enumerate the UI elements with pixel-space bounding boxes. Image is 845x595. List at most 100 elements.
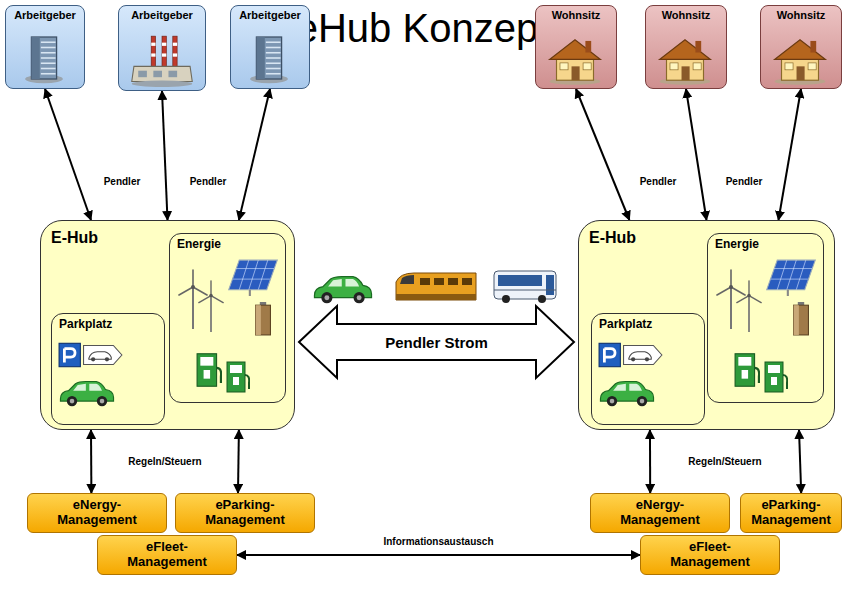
icon — [196, 352, 222, 388]
icon-graphic — [256, 302, 271, 335]
icon — [226, 258, 280, 296]
node-label: Parkplatz — [59, 318, 157, 332]
icon — [764, 360, 788, 394]
icon — [764, 258, 818, 296]
icon-graphic — [250, 37, 288, 83]
icon — [198, 280, 224, 332]
ehub-box: E-HubEnergieParkplatz — [578, 220, 835, 430]
employer-box: Arbeitgeber — [118, 5, 206, 91]
annotation-label: Pendler — [640, 176, 677, 187]
node-label: Arbeitgeber — [123, 9, 201, 22]
annotation-label: Pendler — [190, 176, 227, 187]
icon-graphic — [599, 343, 662, 366]
node-label: Energie — [715, 238, 816, 252]
edge-label: Pendler Strom — [385, 334, 488, 351]
icon-graphic — [197, 354, 221, 387]
node-label: Wohnsitz — [650, 9, 722, 22]
node-label: eNergy-Management — [605, 498, 715, 528]
sub-box: Parkplatz — [591, 313, 705, 425]
annotation-label: Regeln/Steuern — [128, 456, 201, 467]
node-label: eFleet-Management — [112, 540, 222, 570]
node-label: eParking-Management — [190, 498, 300, 528]
employer-box: Arbeitgeber — [5, 5, 85, 89]
icon — [58, 378, 116, 408]
annotation-label: Pendler — [104, 176, 141, 187]
residence-box: Wohnsitz — [535, 5, 617, 89]
icon — [23, 30, 65, 86]
icon — [598, 342, 664, 368]
management-box: eParking-Management — [740, 493, 842, 533]
double-arrow — [299, 306, 574, 378]
node-label: Arbeitgeber — [235, 9, 305, 22]
icon-graphic — [227, 362, 249, 392]
annotation-label: Pendler — [726, 176, 763, 187]
icon — [734, 352, 760, 388]
sub-box: Energie — [707, 233, 824, 403]
icon-graphic — [794, 302, 809, 335]
icon — [58, 342, 124, 368]
sub-box: Parkplatz — [51, 313, 165, 425]
annotation-label: Regeln/Steuern — [688, 456, 761, 467]
management-box: eNergy-Management — [590, 493, 730, 533]
icon — [254, 302, 272, 336]
node-label: Wohnsitz — [765, 9, 837, 22]
management-box: eFleet-Management — [640, 535, 780, 575]
node-label: Arbeitgeber — [10, 9, 80, 22]
icon — [792, 302, 810, 336]
icon — [178, 268, 208, 330]
car-icon — [314, 277, 371, 304]
node-label: Energie — [177, 238, 278, 252]
icon — [546, 34, 604, 86]
connector — [799, 430, 801, 493]
icon — [129, 34, 195, 88]
icon-graphic — [132, 36, 192, 87]
icon — [248, 30, 290, 86]
icon-graphic — [765, 362, 787, 392]
icon — [656, 34, 714, 86]
bus-icon — [494, 271, 556, 303]
icon-graphic — [600, 381, 653, 406]
icon-graphic — [735, 354, 759, 387]
connector — [649, 430, 651, 493]
sub-box: Energie — [169, 233, 286, 403]
icon-graphic — [60, 381, 113, 406]
connector — [237, 430, 240, 493]
connector — [90, 430, 92, 493]
connector — [239, 89, 270, 220]
icon-graphic — [660, 40, 711, 85]
icon-graphic — [737, 281, 761, 332]
connector — [162, 91, 168, 220]
node-label: eNergy-Management — [42, 498, 152, 528]
residence-box: Wohnsitz — [760, 5, 842, 89]
icon-graphic — [229, 260, 278, 296]
icon-graphic — [199, 281, 223, 332]
employer-box: Arbeitgeber — [230, 5, 310, 89]
node-label: Parkplatz — [599, 318, 697, 332]
connector — [45, 89, 91, 220]
connector — [686, 89, 707, 220]
icon — [771, 34, 829, 86]
connector — [576, 89, 629, 220]
icon — [716, 268, 746, 330]
icon-graphic — [550, 40, 601, 85]
icon — [226, 360, 250, 394]
management-box: eNergy-Management — [27, 493, 167, 533]
icon — [736, 280, 762, 332]
edge-label: Informationsaustausch — [383, 536, 493, 547]
node-label: eParking-Management — [745, 498, 837, 528]
management-box: eParking-Management — [175, 493, 315, 533]
residence-box: Wohnsitz — [645, 5, 727, 89]
management-box: eFleet-Management — [97, 535, 237, 575]
icon — [598, 378, 656, 408]
icon-graphic — [25, 37, 63, 83]
node-label: eFleet-Management — [655, 540, 765, 570]
node-label: Wohnsitz — [540, 9, 612, 22]
train-icon — [396, 273, 476, 300]
icon-graphic — [775, 40, 826, 85]
connector — [778, 89, 801, 220]
ehub-box: E-HubEnergieParkplatz — [40, 220, 295, 430]
connector — [237, 554, 640, 556]
icon-graphic — [59, 343, 122, 366]
icon-graphic — [767, 260, 816, 296]
